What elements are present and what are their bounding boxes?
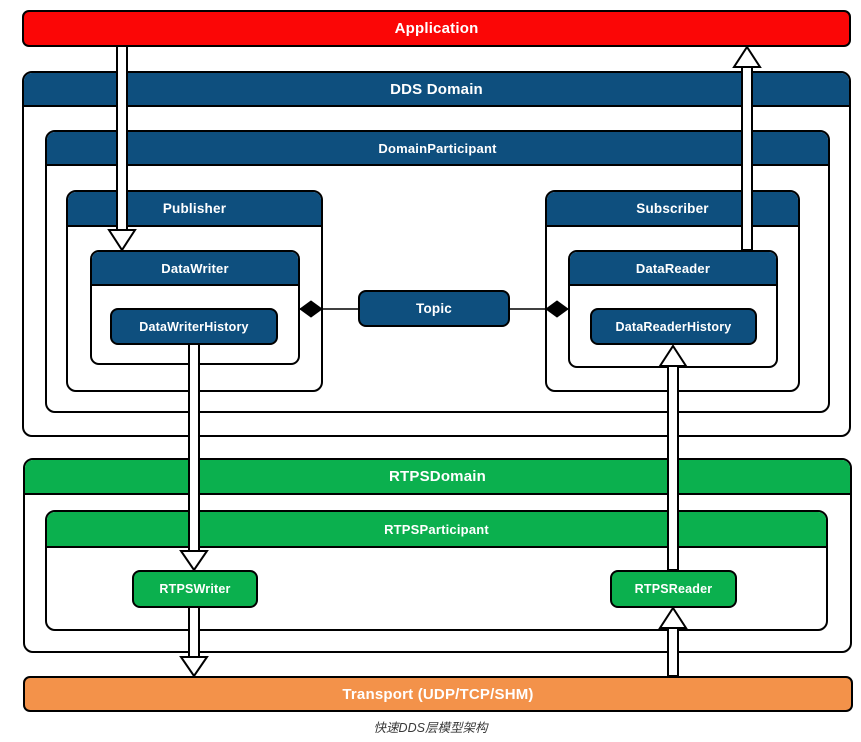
data-writer-history-box: DataWriterHistory [110, 308, 278, 345]
domain-participant-header: DomainParticipant [47, 132, 828, 166]
data-reader-header: DataReader [570, 252, 776, 286]
data-writer-header: DataWriter [92, 252, 298, 286]
publisher-header: Publisher [68, 192, 321, 227]
rtps-writer-box: RTPSWriter [132, 570, 258, 608]
rtps-domain-header: RTPSDomain [25, 460, 850, 495]
rtps-reader-box: RTPSReader [610, 570, 737, 608]
rtps-participant-box: RTPSParticipant [45, 510, 828, 631]
dds-domain-header: DDS Domain [24, 73, 849, 107]
transport-box: Transport (UDP/TCP/SHM) [23, 676, 853, 712]
subscriber-header: Subscriber [547, 192, 798, 227]
data-reader-history-box: DataReaderHistory [590, 308, 757, 345]
application-box: Application [22, 10, 851, 47]
rtps-participant-header: RTPSParticipant [47, 512, 826, 548]
topic-box: Topic [358, 290, 510, 327]
diagram-caption: 快速DDS层模型架构 [373, 721, 488, 735]
